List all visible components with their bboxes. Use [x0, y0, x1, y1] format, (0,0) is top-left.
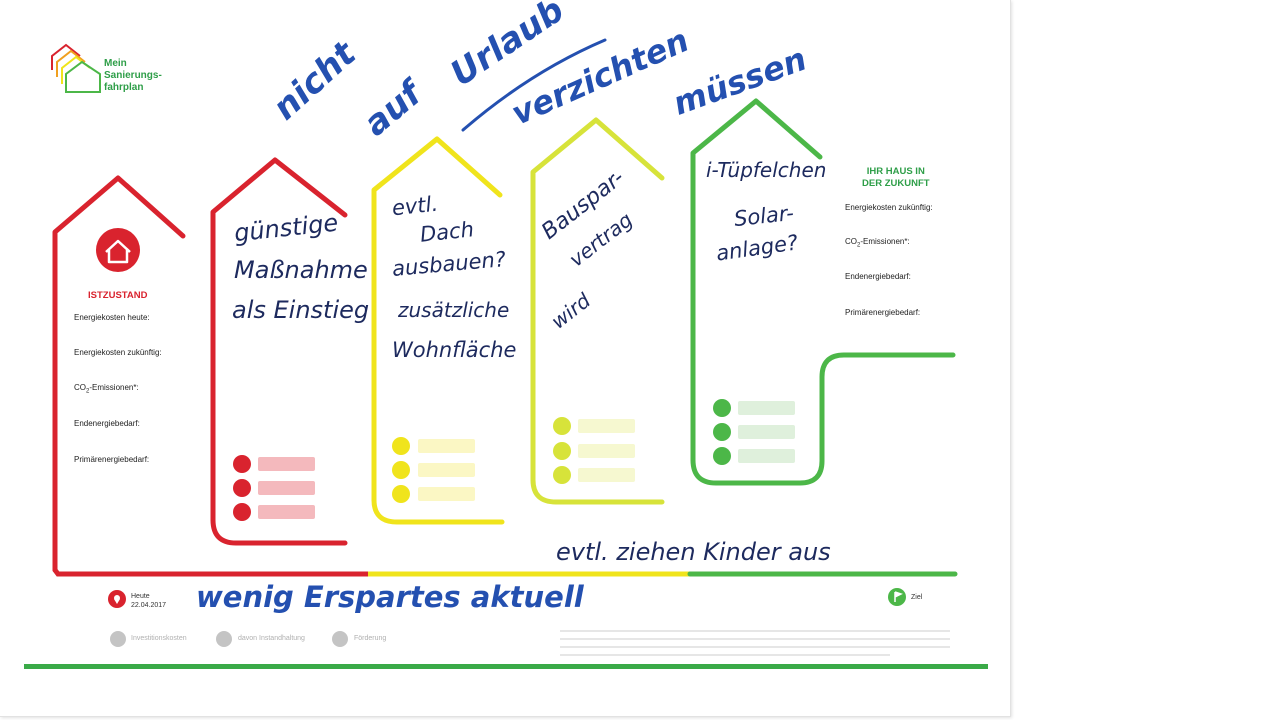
- istzustand-heading: ISTZUSTAND: [88, 290, 148, 301]
- step1-note-line2: Maßnahme: [234, 256, 368, 284]
- legend-maintenance: davon Instandhaltung: [238, 635, 305, 642]
- goal-label: Ziel: [911, 594, 923, 601]
- timeline-red: [52, 567, 371, 577]
- zukunft-heading: IHR HAUS IN DER ZUKUNFT: [862, 166, 930, 189]
- zukunft-energy-cost-future: Energiekosten zukünftig:: [845, 203, 933, 212]
- zukunft-primary-energy: Primärenergiebedarf:: [845, 308, 921, 317]
- step2-note-line5: Wohnfläche: [392, 338, 517, 362]
- istzustand-final-energy: Endenergiebedarf:: [74, 419, 140, 428]
- step4-cost-rows: [713, 399, 795, 465]
- step4-note-line1: i-Tüpfelchen: [706, 158, 827, 182]
- logo-line1: Mein: [104, 58, 127, 69]
- zukunft-final-energy: Endenergiebedarf:: [845, 272, 911, 281]
- flag-icon: [888, 588, 906, 606]
- zukunft-co2: CO2-Emissionen*:: [845, 237, 910, 249]
- logo-house-icon: [51, 43, 101, 93]
- step3-cost-rows: [553, 417, 635, 484]
- roadmap-graphic: [24, 38, 988, 669]
- today-marker: Heute 22.04.2017: [131, 593, 167, 609]
- wrench-icon: [216, 631, 232, 647]
- legend-investment-cost: Investitionskosten: [131, 635, 187, 642]
- location-pin-icon: [108, 590, 126, 608]
- step1-house-outline: [210, 157, 348, 523]
- step2-house-outline: [371, 136, 503, 503]
- urlaub-underline: [461, 38, 607, 132]
- step2-note-line4: zusätzliche: [398, 298, 510, 322]
- logo-line2: Sanierungs-: [104, 70, 162, 81]
- footnote-line: [560, 654, 890, 656]
- footer-line: [24, 664, 988, 669]
- istzustand-co2: CO2-Emissionen*:: [74, 383, 139, 395]
- istzustand-primary-energy: Primärenergiebedarf:: [74, 455, 150, 464]
- investment-cost-icon: [110, 631, 126, 647]
- istzustand-house-outline: [52, 175, 186, 573]
- step2-cost-rows: [392, 437, 475, 503]
- footnote-line: [560, 638, 950, 640]
- legend-subsidy: Förderung: [354, 635, 387, 642]
- step1-note-line3: als Einstieg: [232, 296, 370, 324]
- istzustand-energy-cost-future: Energiekosten zukünftig:: [74, 348, 162, 357]
- step1-cost-rows: [233, 455, 315, 521]
- scanned-sheet: Mein Sanierungs- fahrplan nicht auf Urla…: [0, 0, 1011, 717]
- note-children-move-out: evtl. ziehen Kinder aus: [556, 538, 831, 566]
- home-icon: [96, 228, 140, 272]
- istzustand-energy-cost-today: Energiekosten heute:: [74, 313, 150, 322]
- logo-line3: fahrplan: [104, 82, 144, 93]
- footnote-line: [560, 630, 950, 632]
- app-logo: Mein Sanierungs- fahrplan: [104, 58, 162, 94]
- subsidy-icon: [332, 631, 348, 647]
- step4-house-outline: [690, 98, 823, 463]
- step3-house-outline: [530, 117, 665, 483]
- footnote-line: [560, 646, 950, 648]
- step2-note-line2: Dach: [418, 217, 475, 247]
- note-little-savings: wenig Erspartes aktuell: [196, 580, 584, 614]
- step2-note-line1: evtl.: [390, 191, 440, 221]
